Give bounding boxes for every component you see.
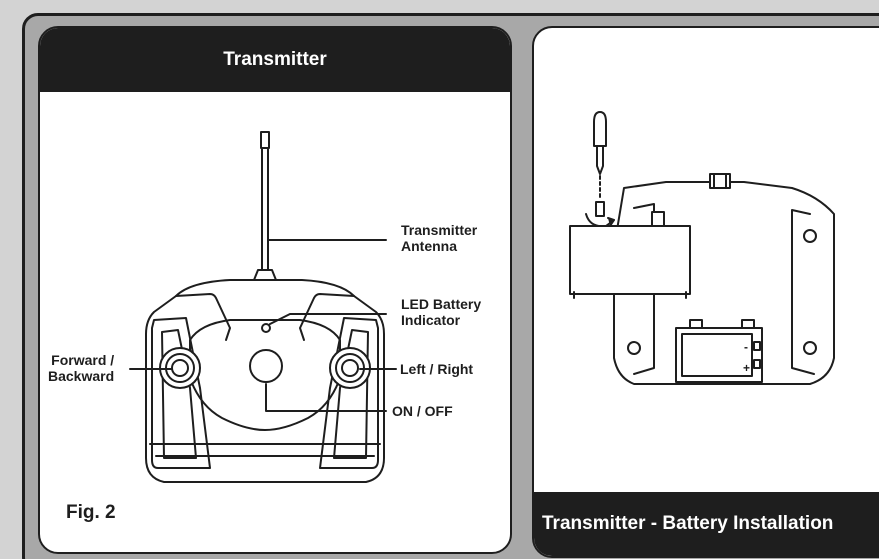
right-grip <box>319 317 379 469</box>
figure-label: Fig. 2 <box>66 502 116 523</box>
antenna-callout: Transmitter Antenna <box>401 222 477 254</box>
screw <box>595 201 605 217</box>
battery-door <box>569 225 691 295</box>
front-face <box>189 319 341 431</box>
battery-minus-label: - <box>744 340 748 354</box>
left-right-callout: Left / Right <box>400 361 473 377</box>
screw-hole-top-right <box>803 229 817 243</box>
screw-hole-right <box>803 341 817 355</box>
on-off-leader <box>265 383 387 412</box>
led-callout: LED Battery Indicator <box>401 296 481 328</box>
led-callout-line1: LED Battery <box>401 296 482 312</box>
on-off-label: ON / OFF <box>392 403 453 419</box>
screw-hole-left <box>627 341 641 355</box>
led-indicator <box>261 323 271 333</box>
battery-plus-label: + <box>743 361 750 375</box>
left-shoulder <box>175 293 231 341</box>
right-shoulder <box>299 293 355 341</box>
battery-terminal-bottom <box>753 359 761 369</box>
left-grip-inner <box>161 329 197 459</box>
forward-backward-callout: Forward / Backward <box>48 352 114 384</box>
power-button <box>249 349 283 383</box>
transmitter-diagram <box>129 131 397 483</box>
battery <box>681 333 753 377</box>
led-callout-line2: Indicator <box>401 312 461 328</box>
antenna-tip <box>260 131 270 149</box>
compartment-tab <box>689 319 703 329</box>
forward-callout-line1: Forward / <box>51 352 115 368</box>
back-inner-right <box>791 209 815 375</box>
screwdriver-shaft <box>596 145 604 175</box>
battery-terminal-top <box>753 341 761 351</box>
antenna-callout-line1: Transmitter <box>401 222 478 238</box>
antenna-callout-line2: Antenna <box>401 238 457 254</box>
on-off-callout: ON / OFF <box>392 403 453 419</box>
antenna-rod <box>261 147 269 271</box>
door-latch <box>651 211 665 227</box>
transmitter-panel: Transmitter <box>38 26 512 554</box>
right-grip-inner <box>333 329 369 459</box>
transmitter-panel-title: Transmitter <box>223 49 327 70</box>
antenna-base <box>253 269 277 281</box>
screwdriver-handle <box>593 111 607 147</box>
battery-installation-panel: - + Transmitter - Battery Installation <box>532 26 879 558</box>
battery-installation-caption: Transmitter - Battery Installation <box>542 513 834 534</box>
rotation-arrowhead <box>607 217 615 227</box>
transmitter-panel-header: Transmitter <box>40 28 510 92</box>
battery-installation-caption-bar: Transmitter - Battery Installation <box>534 492 879 556</box>
led-leader <box>269 313 387 325</box>
forward-callout-line2: Backward <box>48 368 115 384</box>
compartment-tab-2 <box>741 319 755 329</box>
battery-installation-diagram: - + <box>569 111 835 385</box>
left-grip <box>151 317 211 469</box>
left-right-label: Left / Right <box>400 361 474 377</box>
right-stick-inner <box>341 359 359 377</box>
